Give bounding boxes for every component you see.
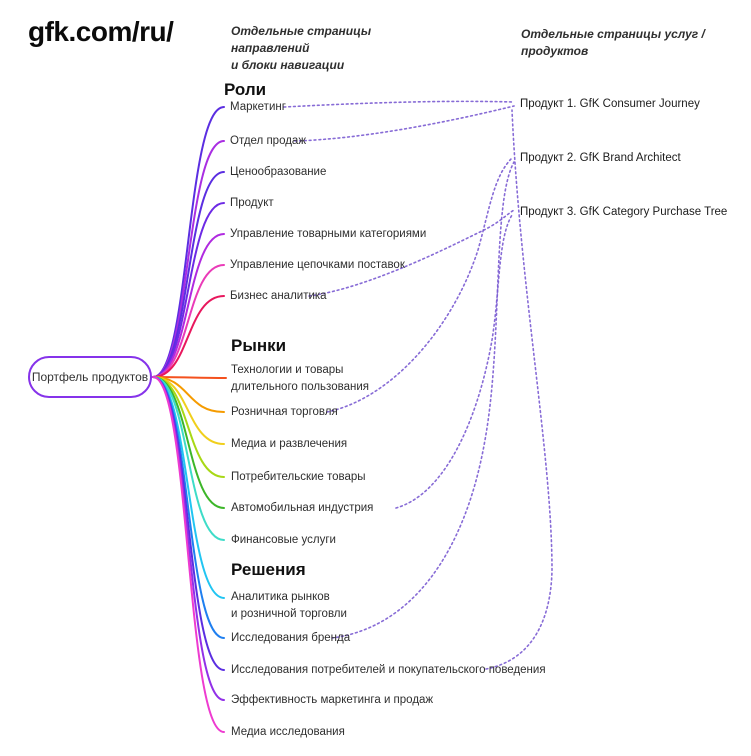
branch-line <box>152 295 225 378</box>
annotation-line: и блоки навигации <box>231 58 345 72</box>
annotation-line: Отдельные страницы направлений <box>231 24 372 55</box>
branch-line <box>152 376 225 509</box>
node-sales-dept[interactable]: Отдел продаж <box>230 135 307 147</box>
node-consumer-research[interactable]: Исследования потребителей и покупательск… <box>231 664 546 676</box>
branch-line <box>152 233 225 378</box>
branch-line <box>152 106 225 378</box>
branch-line <box>152 376 225 541</box>
branch-curves <box>152 106 227 733</box>
product-link-dotted-line <box>294 105 515 142</box>
branch-line <box>152 376 225 413</box>
annotation-directions-pages: Отдельные страницы направлений и блоки н… <box>231 23 431 74</box>
branch-line <box>152 376 225 701</box>
node-label-line: длительного пользования <box>231 381 369 393</box>
node-brand-research[interactable]: Исследования бренда <box>231 632 351 644</box>
node-product[interactable]: Продукт <box>230 197 274 209</box>
product-link-dotted-line <box>283 100 515 108</box>
root-node-portfolio[interactable]: Портфель продуктов <box>28 356 152 398</box>
node-business-analytics[interactable]: Бизнес аналитика <box>230 290 327 302</box>
product-link-dotted-line <box>485 109 553 670</box>
node-label-line: и розничной торговли <box>231 608 347 620</box>
node-retail[interactable]: Розничная торговля <box>231 406 338 418</box>
product-3-category-purchase-tree[interactable]: Продукт 3. GfK Category Purchase Tree <box>520 206 728 218</box>
section-title-solutions[interactable]: Решения <box>231 560 306 579</box>
branch-line <box>152 376 225 478</box>
node-category-management[interactable]: Управление товарными категориями <box>230 228 427 240</box>
branch-line <box>152 376 227 379</box>
node-consumer-goods[interactable]: Потребительские товары <box>231 471 366 483</box>
node-supply-chain[interactable]: Управление цепочками поставок <box>230 259 405 271</box>
node-label-line: Технологии и товары <box>231 364 344 376</box>
branch-line <box>152 171 225 378</box>
section-title-roles[interactable]: Роли <box>224 80 267 99</box>
node-media-research[interactable]: Медиа исследования <box>231 726 345 738</box>
product-2-brand-architect[interactable]: Продукт 2. GfK Brand Architect <box>520 152 681 164</box>
node-marketing[interactable]: Маркетинг <box>230 101 286 113</box>
node-pricing[interactable]: Ценообразование <box>230 166 327 178</box>
branch-line <box>152 202 225 378</box>
node-label-line: Аналитика рынков <box>231 591 330 603</box>
node-automotive[interactable]: Автомобильная индустрия <box>231 502 374 514</box>
node-financial-services[interactable]: Финансовые услуги <box>231 534 336 546</box>
product-link-dotted-line <box>395 214 513 509</box>
annotation-product-pages: Отдельные страницы услуг / продуктов <box>521 27 705 58</box>
branch-line <box>152 376 225 639</box>
node-tech-durables[interactable]: Технологии и товары длительного пользова… <box>231 362 369 396</box>
section-title-markets[interactable]: Рынки <box>231 336 287 355</box>
product-link-dotted-line <box>308 209 515 297</box>
node-marketing-sales-effectiveness[interactable]: Эффективность маркетинга и продаж <box>231 694 434 706</box>
branch-line <box>152 376 225 445</box>
branch-line <box>152 376 225 671</box>
node-media-entertainment[interactable]: Медиа и развлечения <box>231 438 348 450</box>
branch-line <box>152 264 225 378</box>
page-title: gfk.com/ru/ <box>28 16 174 47</box>
product-1-consumer-journey[interactable]: Продукт 1. GfK Consumer Journey <box>520 98 700 110</box>
branch-line <box>152 140 225 378</box>
branch-line <box>152 376 225 733</box>
node-market-retail-analytics[interactable]: Аналитика рынков и розничной торговли <box>231 589 347 623</box>
branch-line <box>152 376 225 599</box>
